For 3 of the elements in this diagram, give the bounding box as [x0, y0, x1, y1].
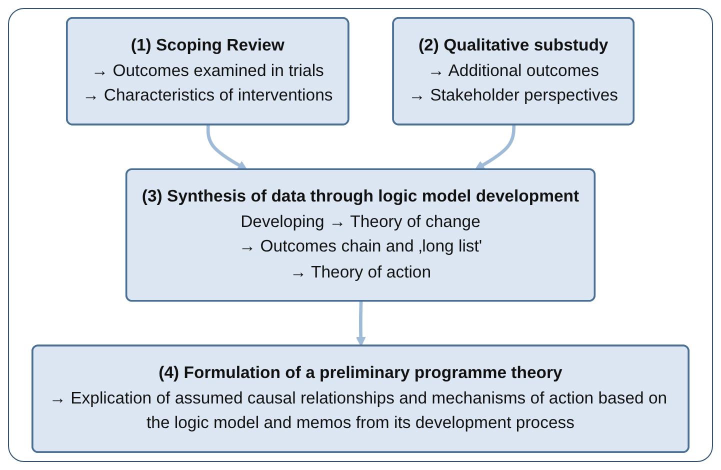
- arrow: [474, 125, 516, 170]
- arrow: [206, 125, 248, 170]
- arrow: [356, 301, 366, 346]
